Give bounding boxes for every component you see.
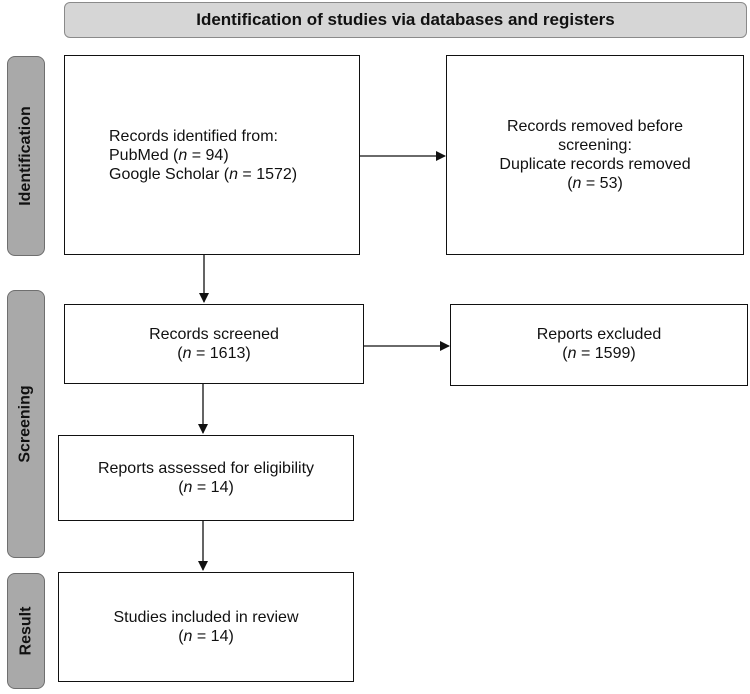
header-title: Identification of studies via databases … [196, 10, 615, 29]
records-removed-box: Records removed before screening: Duplic… [446, 55, 744, 255]
records-screened-title: Records screened [149, 326, 279, 343]
records-identified-box: Records identified from: PubMed (n = 94)… [64, 55, 360, 255]
diagram-header: Identification of studies via databases … [64, 2, 747, 38]
stage-result: Result [7, 573, 45, 689]
records-removed-count: (n = 53) [567, 175, 623, 192]
records-identified-scholar: Google Scholar (n = 1572) [109, 165, 298, 183]
records-removed-line1: Records removed before [506, 118, 684, 135]
records-identified-heading: Records identified from: [109, 127, 278, 145]
stage-identification: Identification [7, 56, 45, 256]
reports-excluded-box: Reports excluded (n = 1599) [450, 304, 748, 386]
records-removed-line3: Duplicate records removed [499, 156, 691, 173]
reports-assessed-count: (n = 14) [178, 479, 234, 496]
records-screened-box: Records screened (n = 1613) [64, 304, 364, 384]
studies-included-box: Studies included in review (n = 14) [58, 572, 354, 682]
reports-excluded-count: (n = 1599) [562, 345, 636, 362]
reports-assessed-title: Reports assessed for eligibility [97, 460, 315, 477]
reports-excluded-title: Reports excluded [536, 326, 662, 343]
studies-included-count: (n = 14) [178, 628, 234, 645]
records-removed-line2: screening: [558, 137, 632, 154]
records-screened-count: (n = 1613) [177, 345, 251, 362]
records-identified-pubmed: PubMed (n = 94) [109, 146, 229, 164]
reports-assessed-box: Reports assessed for eligibility (n = 14… [58, 435, 354, 521]
studies-included-title: Studies included in review [113, 609, 299, 626]
stage-screening: Screening [7, 290, 45, 558]
